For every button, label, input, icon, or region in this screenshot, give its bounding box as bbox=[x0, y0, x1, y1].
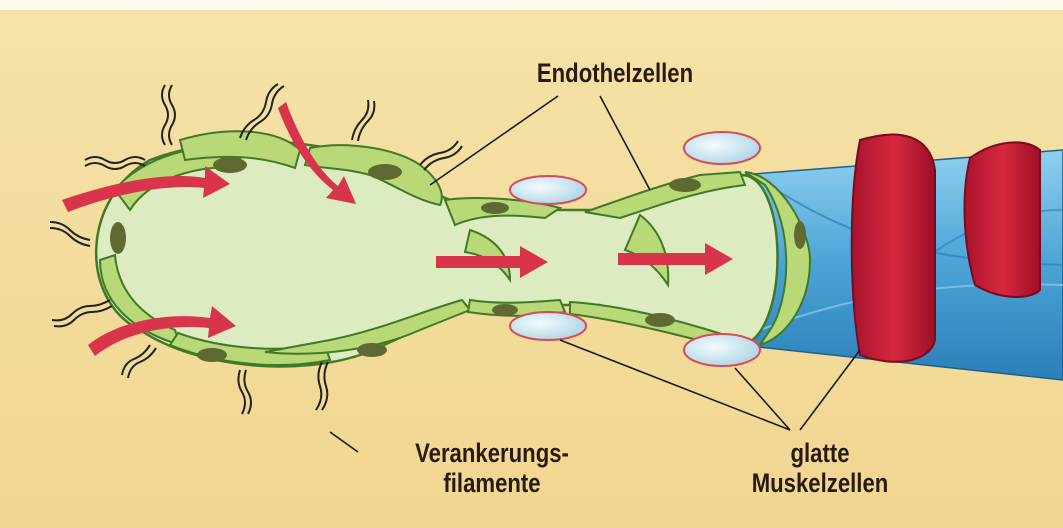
smooth-muscle-cell bbox=[510, 176, 586, 204]
nucleus bbox=[645, 313, 675, 327]
nucleus bbox=[794, 221, 806, 249]
smooth-muscle-cell-2 bbox=[965, 142, 1040, 297]
smooth-muscle-cell bbox=[510, 312, 586, 340]
nucleus bbox=[368, 164, 402, 180]
smooth-muscle-cell bbox=[684, 334, 760, 366]
label-anchoring-filaments: Verankerungs- filamente bbox=[385, 438, 598, 498]
label-endothelial-text: Endothelzellen bbox=[496, 58, 734, 88]
label-muscle-line2: Muskelzellen bbox=[713, 468, 926, 498]
smooth-muscle-cell bbox=[684, 132, 760, 164]
top-border bbox=[0, 0, 1063, 10]
nucleus bbox=[357, 343, 387, 357]
smooth-muscle-cell-1 bbox=[852, 135, 935, 362]
label-smooth-muscle-cells: glatte Muskelzellen bbox=[713, 438, 926, 498]
nucleus bbox=[492, 304, 518, 316]
label-anchoring-line2: filamente bbox=[385, 468, 598, 498]
label-endothelial-cells: Endothelzellen bbox=[496, 58, 734, 88]
nucleus bbox=[197, 348, 227, 362]
nucleus bbox=[110, 222, 126, 254]
label-anchoring-line1: Verankerungs- bbox=[385, 438, 598, 468]
nucleus bbox=[481, 202, 509, 214]
nucleus bbox=[669, 178, 701, 192]
nucleus bbox=[213, 157, 247, 173]
label-muscle-line1: glatte bbox=[713, 438, 926, 468]
